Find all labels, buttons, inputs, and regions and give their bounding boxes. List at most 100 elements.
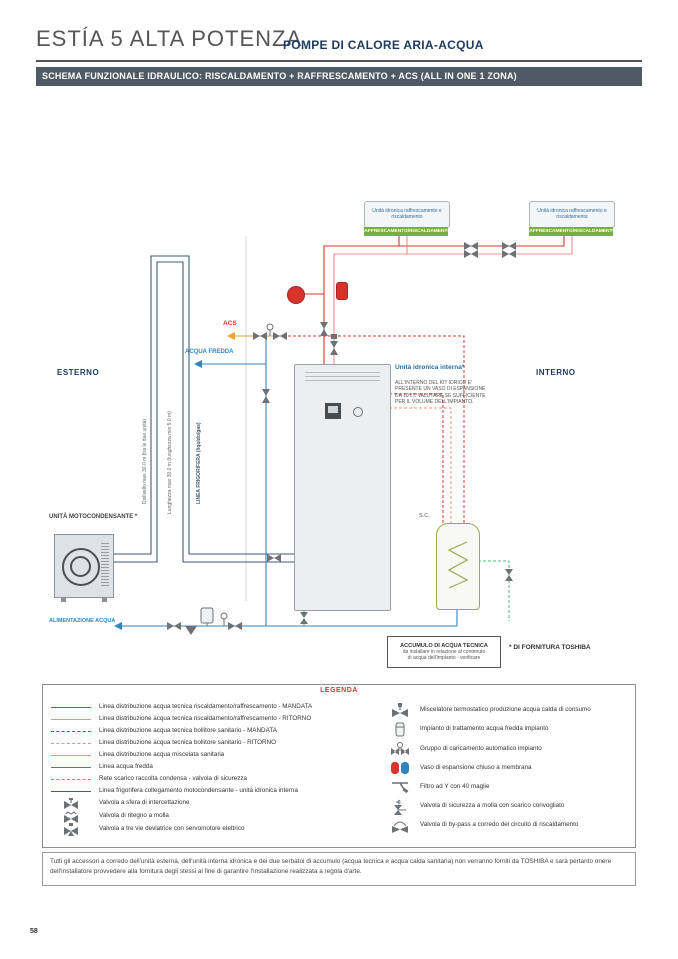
line-sample-ritorno-riscaldamento <box>51 718 91 720</box>
three-way-valve-icon <box>51 822 91 837</box>
line-sample-mandata-bollitore <box>51 730 91 732</box>
dhw-lines <box>285 335 465 523</box>
line-sample-scarico-condensa <box>51 778 91 780</box>
legend-row: Valvola a tre vie deviatrice con servomo… <box>51 822 381 837</box>
riser-label-dislivello: Dislivello max 30.0 m (tra le due unità) <box>142 418 148 504</box>
acs-label: ACS <box>223 320 237 327</box>
legend-row-label: Linea distribuzione acqua tecnica bollit… <box>99 738 276 746</box>
expansion-vessel-icon <box>287 286 305 304</box>
legend-left-column: Linea distribuzione acqua tecnica riscal… <box>51 701 381 836</box>
legend-row-label: Valvola di ritegno a molla <box>99 812 169 820</box>
line-sample-acqua-fredda <box>51 766 91 768</box>
legend-row: Rete scarico raccolta condensa - valvola… <box>51 773 381 785</box>
accumulo-callout: ACCUMULO DI ACQUA TECNICA da installare … <box>387 636 501 668</box>
legend-row-label: Rete scarico raccolta condensa - valvola… <box>99 774 248 782</box>
legend-row: Valvola a sfera di intercettazione <box>51 797 381 810</box>
outdoor-fan-icon <box>62 548 100 586</box>
fancoil-2-label: Unità idronica raffrescamento e riscalda… <box>537 207 607 220</box>
line-sample-miscelata <box>51 754 91 756</box>
legend-row-label: Vaso di espansione chiuso a membrana <box>420 763 532 771</box>
legend-row: Linea distribuzione acqua tecnica bollit… <box>51 737 381 749</box>
legend-row-label: Linea frigorifera collegamento motoconde… <box>99 786 298 794</box>
fancoil-unit-2: Unità idronica raffrescamento e riscalda… <box>529 201 615 228</box>
page-number: 58 <box>30 928 38 935</box>
riser-label-lunghezza: Lunghezza max 30.0 m (lunghezza min 5.0 … <box>167 411 173 514</box>
legend-row-label: Valvola di by-pass a corredo del circuit… <box>420 821 579 829</box>
line-sample-ritorno-bollitore <box>51 742 91 744</box>
water-treatment-symbol <box>200 607 214 624</box>
accumulo-line3: di acqua dell'impianto - verificare <box>407 655 481 661</box>
legend-row-label: Valvola di sicurezza a molla con scarico… <box>420 802 565 810</box>
legend-row-label: Linea acqua fredda <box>99 762 153 770</box>
legend-right-column: Miscelatore termostatico produzione acqu… <box>388 701 632 835</box>
bypass-valve-icon <box>388 818 412 834</box>
indoor-hydronic-unit <box>294 364 391 611</box>
line-sample-mandata-riscaldamento <box>51 706 91 708</box>
indoor-unit-knob <box>353 407 363 417</box>
gauge-symbols <box>206 323 274 626</box>
page-subtitle: POMPE DI CALORE ARIA-ACQUA <box>283 38 484 52</box>
legend-row: Gruppo di caricamento automatico impiant… <box>388 739 632 758</box>
expansion-vessel-small-icon <box>336 282 348 300</box>
outdoor-unit-label: UNITÀ MOTOCONDENSANTE * <box>49 514 138 520</box>
legend-row: Valvola di sicurezza a molla con scarico… <box>388 797 632 816</box>
water-treatment-icon <box>388 722 412 738</box>
tank-coil-icon <box>447 541 469 589</box>
footer-disclaimer: Tutti gli accessori a corredo dell'unità… <box>42 852 636 886</box>
legend-title: LEGENDA <box>320 687 358 694</box>
legend-row: Impianto di trattamento acqua fredda imp… <box>388 720 632 739</box>
legend-row: Valvola di ritegno a molla <box>51 810 381 823</box>
legend-row: Linea distribuzione acqua tecnica bollit… <box>51 725 381 737</box>
kit-note: ALL'INTERNO DEL KIT IDRICO E' PRESENTE U… <box>395 380 486 405</box>
fancoil-unit-1: Unità idronica raffrescamento e riscalda… <box>364 201 450 228</box>
legend-row-label: Filtro ad Y con 40 maglie <box>420 782 490 790</box>
legend-box: LEGENDA Linea distribuzione acqua tecnic… <box>42 684 636 848</box>
line-sample-frigorifera <box>51 790 91 792</box>
fancoil-1-label: Unità idronica raffrescamento e riscalda… <box>372 207 442 220</box>
sc-label: S.C. <box>419 513 430 519</box>
legend-row-label: Linea distribuzione acqua tecnica riscal… <box>99 702 313 710</box>
indoor-unit-display <box>325 403 341 419</box>
legend-row-label: Gruppo di caricamento automatico impiant… <box>420 744 542 752</box>
outdoor-grille <box>101 543 109 587</box>
legend-row: Vaso di espansione chiuso a membrana <box>388 759 632 778</box>
legend-row: Linea frigorifera collegamento motoconde… <box>51 785 381 797</box>
filling-group-icon <box>388 741 412 757</box>
expansion-vessel-legend-icon <box>388 760 412 776</box>
legend-row: Linea distribuzione acqua tecnica riscal… <box>51 713 381 725</box>
acqua-fredda-label: ACQUA FREDDA <box>185 349 234 355</box>
header-rule <box>36 60 642 62</box>
legend-row: Miscelatore termostatico produzione acqu… <box>388 701 632 720</box>
legend-row-label: Linea distribuzione acqua tecnica riscal… <box>99 714 312 722</box>
fornitura-toshiba-label: * DI FORNITURA TOSHIBA <box>509 644 591 651</box>
pipes-layer <box>112 235 573 635</box>
page-title: ESTÍA 5 ALTA POTENZA <box>36 26 303 51</box>
legend-row: Linea acqua fredda <box>51 761 381 773</box>
valve-symbols <box>167 242 516 635</box>
indoor-unit-vents <box>305 372 380 382</box>
legend-row-label: Linea distribuzione acqua miscelata sani… <box>99 750 225 758</box>
legend-row-label: Linea distribuzione acqua tecnica bollit… <box>99 726 277 734</box>
hydraulic-diagram: Unità idronica raffrescamento e riscalda… <box>39 96 639 676</box>
section-header-bar: SCHEMA FUNZIONALE IDRAULICO: RISCALDAMEN… <box>36 67 642 86</box>
dhw-tank <box>436 523 480 610</box>
esterno-label: ESTERNO <box>57 368 100 377</box>
drain-lines <box>303 560 510 626</box>
legend-row-label: Valvola a sfera di intercettazione <box>99 799 190 807</box>
legend-row-label: Impianto di trattamento acqua fredda imp… <box>420 725 549 733</box>
check-valve-icon <box>51 810 91 823</box>
legend-row: Valvola di by-pass a corredo del circuit… <box>388 816 632 835</box>
legend-row: Filtro ad Y con 40 maglie <box>388 778 632 797</box>
heating-lines <box>303 235 573 364</box>
refrigerant-lines <box>112 255 294 563</box>
fancoil-1-mode-badge: RAFFRESCAMENTO/RISCALDAMENTO <box>364 227 448 236</box>
y-filter-icon <box>388 779 412 795</box>
legend-row: Linea distribuzione acqua miscelata sani… <box>51 749 381 761</box>
legend-row: Linea distribuzione acqua tecnica riscal… <box>51 701 381 713</box>
legend-row-label: Valvola a tre vie deviatrice con servomo… <box>99 825 245 833</box>
indoor-unit-label: Unità idronica interna* <box>395 364 465 371</box>
accumulo-title: ACCUMULO DI ACQUA TECNICA <box>400 643 488 649</box>
fancoil-2-mode-badge: RAFFRESCAMENTO/RISCALDAMENTO <box>529 227 613 236</box>
thermostatic-mixer-icon <box>388 702 412 719</box>
